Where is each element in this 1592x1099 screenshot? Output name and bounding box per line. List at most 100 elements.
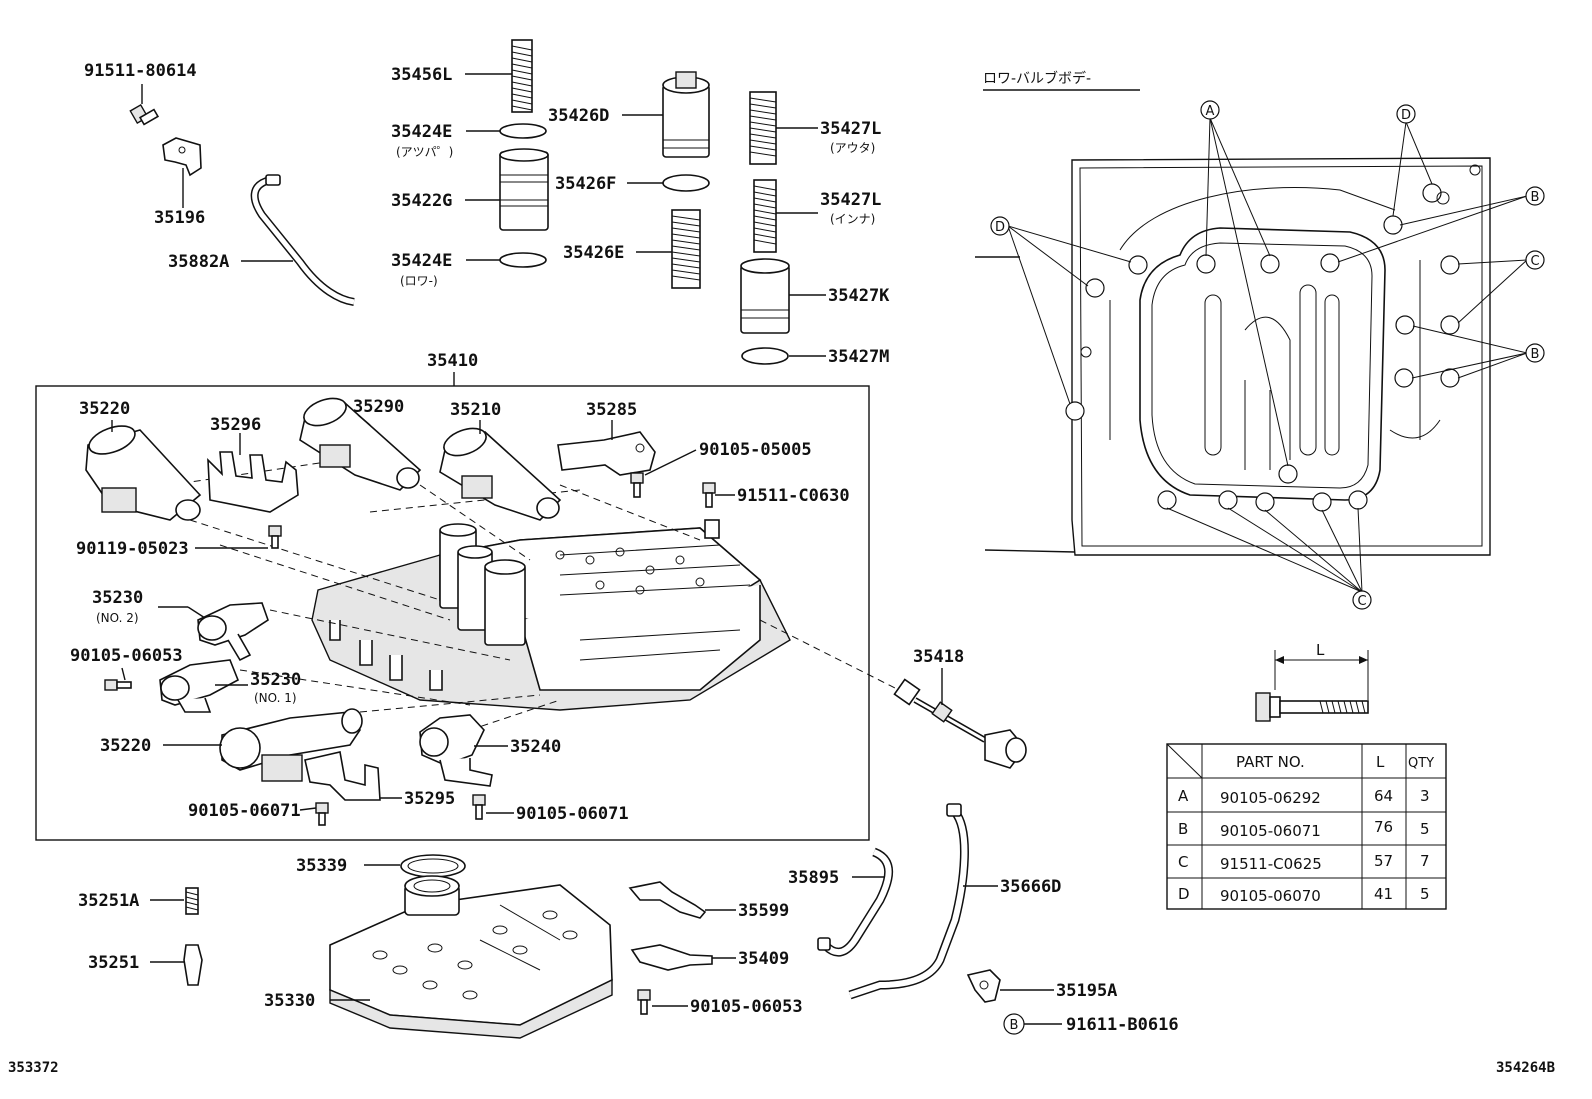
callout-c-top-lines [1457,259,1528,324]
label-35409: 35409 [738,949,789,969]
label-35251: 35251 [88,953,139,973]
o-ring-35424e-upper [499,123,547,139]
figure-code-left: 353372 [8,1060,59,1076]
label-90105-06053-left: 90105-06053 [70,646,183,666]
label-91511-c0630: 91511-C0630 [737,486,850,506]
label-35418: 35418 [913,647,964,667]
label-35296: 35296 [210,415,261,435]
seal-35339-drawing [400,854,466,878]
spring-35427l-outer-drawing [749,91,777,165]
label-35295: 35295 [404,789,455,809]
callout-c-bottom [1352,590,1372,610]
label-35427m: 35427M [828,347,889,367]
label-91511-80614: 91511-80614 [84,61,197,81]
tube-35882a-drawing [250,174,355,306]
label-35422g: 35422G [391,191,452,211]
label-35195a: 35195A [1056,981,1117,1001]
bolt-90105-06053-left-drawing [104,679,132,691]
o-ring-35426f [662,174,710,192]
strainer-35330-drawing [329,875,613,1039]
label-35426e: 35426E [563,243,624,263]
callout-d-right [1396,104,1416,124]
callout-b-bottom-letter: B [1010,1018,1019,1033]
tube-35895-drawing [817,847,894,957]
table-row-part-no: 90105-06292 [1220,789,1321,807]
label-35230-no2: 35230 [92,588,143,608]
table-row-l: 57 [1374,852,1393,870]
label-35427l-outer: 35427L [820,119,881,139]
piston-35426d-drawing [662,71,710,158]
table-row-qty: 5 [1420,885,1430,903]
callout-b-top [1525,186,1545,206]
callout-d-right-letter: D [1401,108,1411,123]
tube-35666d-drawing [848,803,969,1000]
bracket-35195a-drawing [966,969,1001,1003]
label-35427l-outer-sub: (アウタ) [830,141,875,155]
table-row: C 91511-C0625 57 7 [1178,852,1430,873]
table-row-qty: 3 [1420,787,1430,805]
table-row-key: B [1178,820,1188,838]
label-90105-06071-right: 90105-06071 [516,804,629,824]
label-90105-05005: 90105-05005 [699,440,812,460]
bolt-91511-c0630-drawing [702,482,716,508]
spring-35426e-drawing [671,209,701,289]
table-row: D 90105-06070 41 5 [1178,885,1430,905]
o-ring-35424e-lower [499,252,547,268]
bolt-90105-06053-bottom-drawing [637,989,651,1015]
valve-body-assembly-box [35,385,870,841]
label-35230-no2-sub: (NO. 2) [96,611,139,625]
label-35339: 35339 [296,856,347,876]
bracket-35196-drawing [162,137,202,177]
solenoid-35220-top-drawing [85,425,202,521]
bolt-90119-05023-drawing [268,525,282,549]
label-35330: 35330 [264,991,315,1011]
callout-d-left-lines [1007,225,1132,405]
spring-35427l-inner-drawing [753,179,777,253]
table-row-l: 41 [1374,885,1393,903]
label-35456l: 35456L [391,65,452,85]
table-row: B 90105-06071 76 5 [1178,818,1430,840]
label-35240: 35240 [510,737,561,757]
dimension-l-label: L [1316,641,1325,659]
valve-35251-drawing [183,944,203,986]
table-row: A 90105-06292 64 3 [1178,787,1430,807]
table-row-l: 76 [1374,818,1393,836]
bracket-35285-drawing [557,431,656,476]
callout-d-left-letter: D [995,220,1005,235]
spring-35456l-drawing [511,39,533,113]
table-row-part-no: 90105-06071 [1220,822,1321,840]
callout-c-top-letter: C [1530,254,1539,269]
label-35424e-upper: 35424E [391,122,452,142]
solenoid-35220-bottom-drawing [219,708,363,782]
callout-c-top [1525,250,1545,270]
table-row-part-no: 91511-C0625 [1220,855,1322,873]
label-35424e-upper-sub: (アツパ゜) [396,145,453,159]
label-35882a: 35882A [168,252,229,272]
label-35290: 35290 [353,397,404,417]
callout-a-lines [1205,117,1289,467]
bolt-spec-table [1166,743,1447,910]
label-35210: 35210 [450,400,501,420]
solenoid-35230-no2-drawing [197,602,269,662]
bolt-91511-80614-drawing [129,103,160,126]
valve-body-35410-drawing [311,519,791,711]
callout-d-right-lines [1392,121,1433,217]
label-35599: 35599 [738,901,789,921]
table-row-qty: 5 [1420,820,1430,838]
o-ring-35427m [741,347,789,365]
label-35230-no1: 35230 [250,670,301,690]
label-35220-top: 35220 [79,399,130,419]
table-row-key: D [1178,885,1190,903]
label-91611-b0616: 91611-B0616 [1066,1015,1179,1035]
label-35196: 35196 [154,208,205,228]
piston-35427k-drawing [740,258,790,334]
table-header-qty: QTY [1408,756,1434,771]
spring-35251a-drawing [185,887,199,915]
connector-35418-drawing [893,678,1027,769]
label-35424e-lower-sub: (ロワ-) [400,274,438,288]
callout-c-bottom-letter: C [1357,594,1366,609]
table-row-key: A [1178,787,1189,805]
callout-b-top-letter: B [1531,190,1540,205]
piston-35422g-drawing [499,148,549,231]
